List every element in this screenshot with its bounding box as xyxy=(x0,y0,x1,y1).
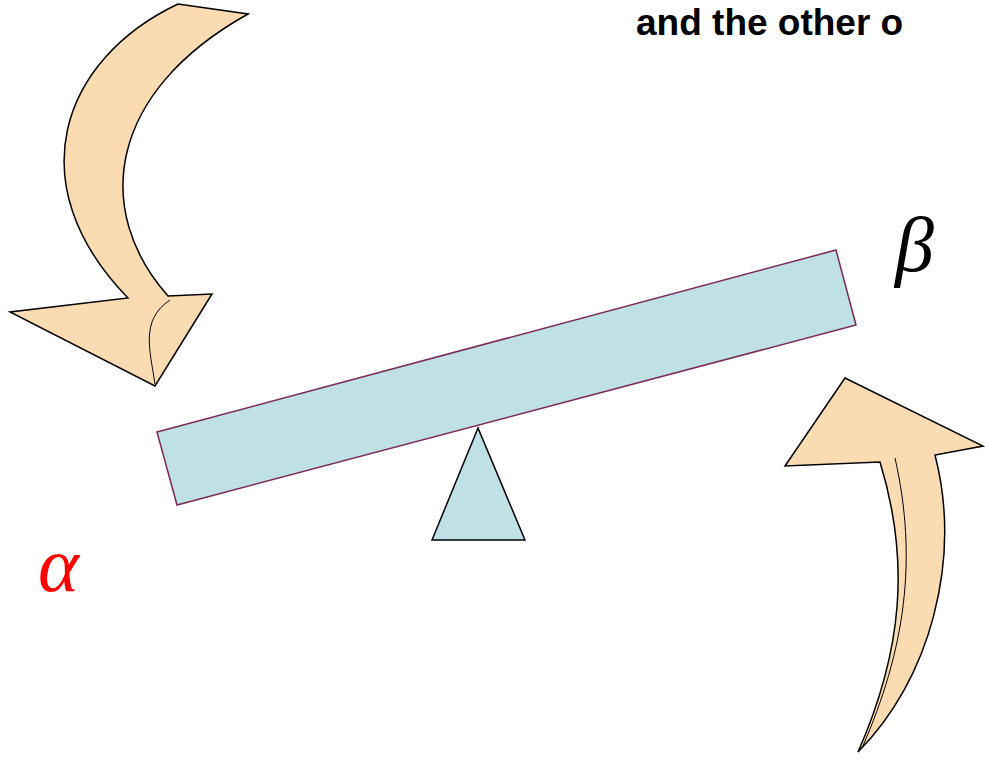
arrow-fold xyxy=(862,458,906,748)
angle-symbol: α xyxy=(38,520,79,610)
curved-arrow xyxy=(785,378,983,752)
arrow-fold xyxy=(149,300,170,384)
heading-text: and the other o xyxy=(636,2,903,44)
curved-arrow xyxy=(10,4,248,386)
fulcrum-triangle xyxy=(432,428,525,540)
angle-symbol: β xyxy=(895,200,934,290)
seesaw-plank xyxy=(157,250,856,505)
